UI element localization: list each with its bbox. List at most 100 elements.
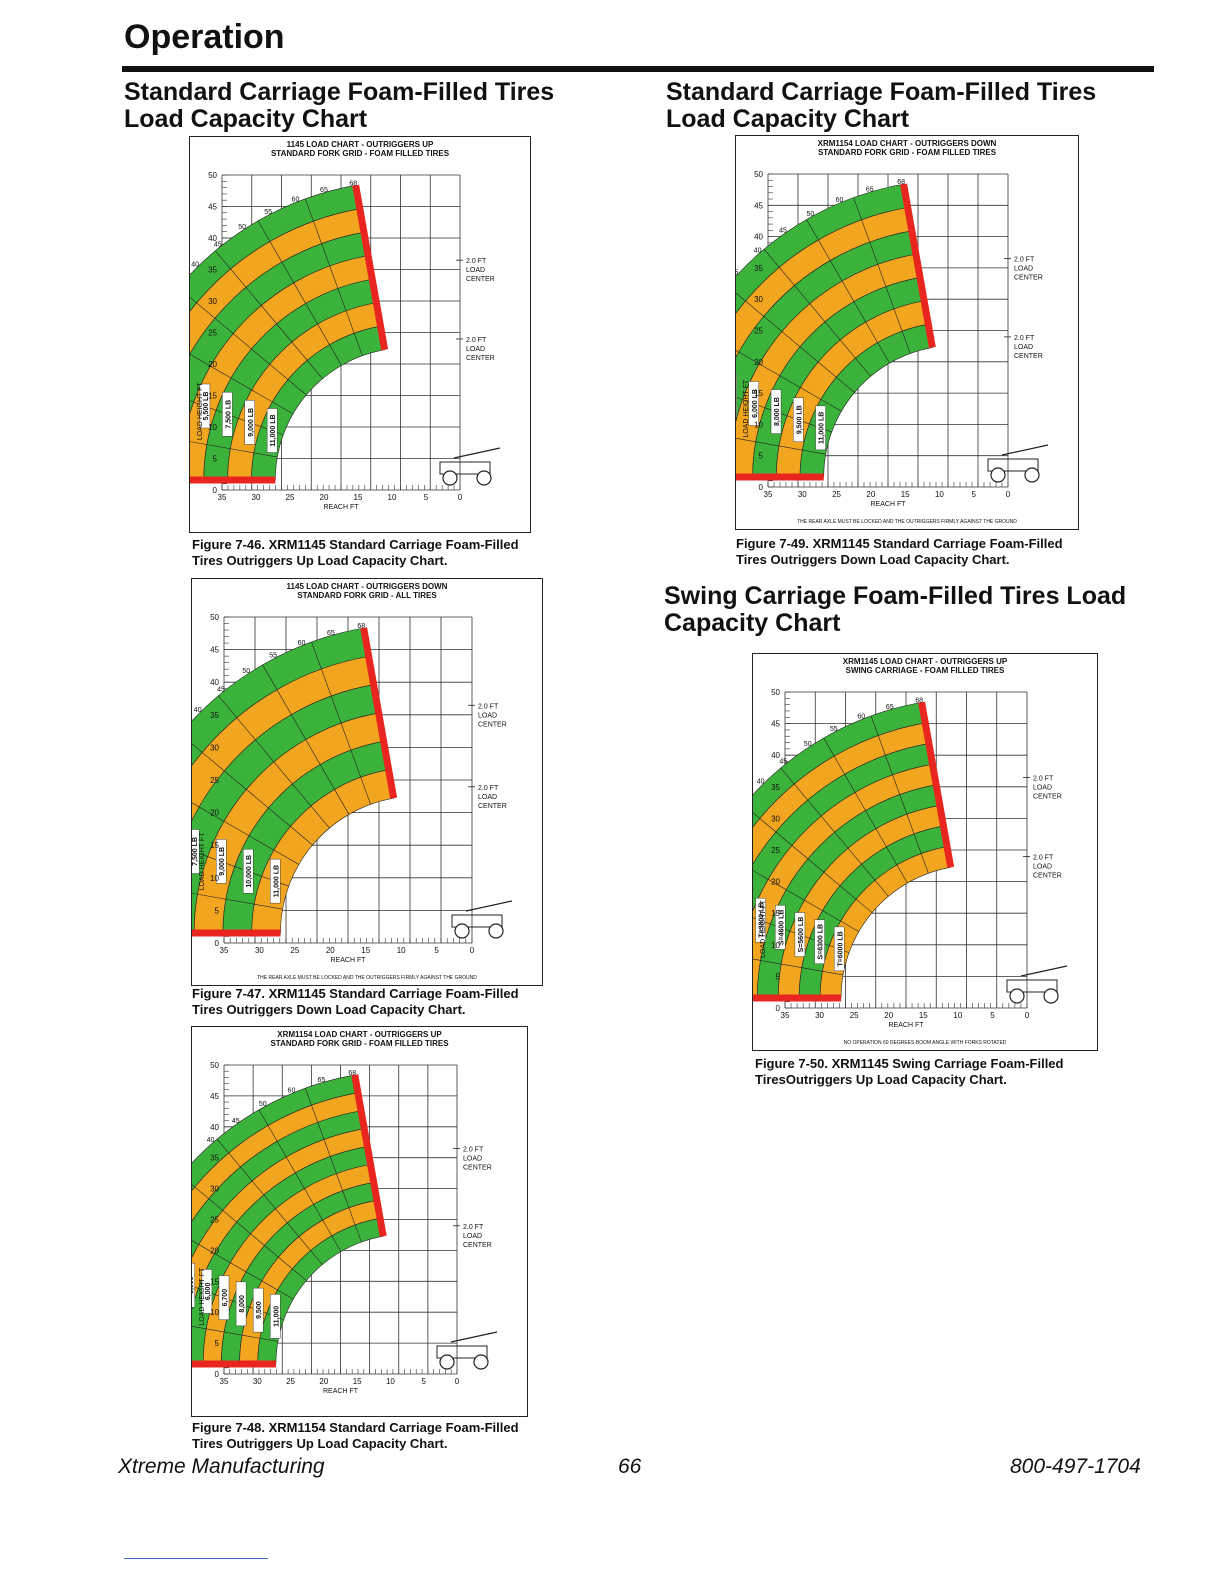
y-tick-label: 35 [210,711,219,720]
boom-angle-line [763,249,871,377]
truck-wheel [442,470,458,486]
red-limit-edge [351,1074,387,1237]
x-tick-label: 25 [286,493,295,502]
y-tick-label: 40 [771,751,780,760]
boom-angle-label: 55 [830,726,838,733]
boom-angle-line [218,695,330,829]
capacity-label: 7,500 LB [222,391,233,437]
capacity-label: T=3800 LB [755,897,766,943]
x-tick-label: 5 [424,493,429,502]
capacity-label: 11,000 LB [270,858,281,904]
footer-company: Xtreme Manufacturing [118,1455,325,1478]
capacity-label-text: 6,000 [205,1283,212,1301]
boom-angle-line [192,1184,307,1281]
caption-line: Tires Outriggers Down Load Capacity Char… [192,1002,466,1017]
boom-angle-line [753,958,844,976]
x-tick-label: 35 [764,490,773,499]
x-tick-label: 25 [832,490,841,499]
capacity-label: 8,000 LB [770,389,782,434]
capacity-label-text: T=6000 LB [837,931,844,966]
capacity-label: 6,700 [218,1275,230,1320]
capacity-label-text: 7,500 LB [225,400,232,429]
chart-title: 1145 LOAD CHART - OUTRIGGERS DOWN [286,582,448,591]
load-chart-svg: 1750 LB2100 LBS=3300 LBT=3800 LBS=4600 L… [753,688,1068,1046]
load-center-label: CENTER [463,1242,492,1249]
boom-angle-label: 60 [857,714,865,721]
x-tick-label: 10 [953,1011,962,1020]
x-tick-label: 10 [935,490,944,499]
load-center-label: LOAD [1014,266,1033,273]
heading-line: Load Capacity Chart [666,105,910,133]
boom-angle-label: 55 [264,209,272,216]
y-tick-label: 5 [215,906,220,915]
chart-title: XRM1154 LOAD CHART - OUTRIGGERS DOWN [817,139,997,148]
boom-angle-label: 65 [886,704,894,711]
boom-angle-line [192,892,283,910]
capacity-label-box [192,829,200,874]
boom-angle-label: 40 [194,707,202,714]
heading-line: Standard Carriage Foam-Filled Tires [666,78,1097,106]
y-tick-label: 25 [208,329,217,338]
caption-line: Figure 7-47. XRM1145 Standard Carriage F… [192,986,519,1001]
caption-line: Tires Outriggers Up Load Capacity Chart. [192,553,448,568]
x-tick-label: 30 [798,490,807,499]
load-center-label: CENTER [1033,872,1062,879]
y-tick-label: 0 [213,486,218,495]
x-tick-label: 15 [353,1377,362,1386]
boom-angle-label: 40 [191,261,199,268]
load-center-label: 2.0 FT [466,337,487,344]
boom-angle-line [192,850,289,887]
boom-angle-label: 55 [269,653,277,660]
capacity-label: 6,000 [201,1269,213,1314]
x-tick-label: 30 [255,946,264,955]
y-tick-label: 45 [210,646,219,655]
chart-subtitle: STANDARD FORK GRID - FOAM FILLED TIRES [270,1039,449,1048]
y-axis-label-group: LOAD HEIGHT FT [760,899,767,958]
boom-angle-line [753,870,859,932]
y-tick-label: 0 [776,1004,781,1013]
y-axis-label: LOAD HEIGHT FT [199,832,206,891]
capacity-label-text: S=5600 LB [798,917,805,953]
y-axis-label: LOAD HEIGHT FT [197,382,204,441]
load-center-label: LOAD [478,794,497,801]
truck-wheel [1043,988,1059,1004]
y-tick-label: 10 [210,1308,219,1317]
x-tick-label: 15 [901,490,910,499]
boom-angle-line [190,441,278,458]
y-tick-label: 20 [208,360,217,369]
page-title: Operation [124,18,285,56]
boom-angle-label: 68 [357,623,365,630]
caption-line: Figure 7-49. XRM1145 Standard Carriage F… [736,536,1063,551]
load-chart-svg: 2,100 LB3,600 LB3,700 LB5,500 LB7,500 LB… [190,171,501,511]
y-tick-label: 20 [754,358,763,367]
boom-angle-label: 50 [259,1101,267,1108]
boom-angle-line [870,715,929,874]
capacity-label: T=6000 LB [834,926,845,972]
y-tick-label: 40 [210,678,219,687]
boom-angle-label: 68 [348,1070,356,1077]
boom-angle-label: 50 [807,211,815,218]
y-tick-label: 15 [210,1277,219,1286]
load-center-label: LOAD [478,712,497,719]
y-tick-label: 35 [771,783,780,792]
y-tick-label: 30 [210,743,219,752]
truck-wheel [476,470,492,486]
x-tick-label: 35 [218,493,227,502]
caption-line: Figure 7-48. XRM1154 Standard Carriage F… [192,1420,519,1435]
boom-angle-line [262,664,350,815]
chart-title: 1145 LOAD CHART - OUTRIGGERS UP [286,140,434,149]
truck-boom-line [465,900,513,912]
y-tick-label: 30 [208,297,217,306]
y-tick-label: 40 [210,1123,219,1132]
load-center-label: CENTER [478,803,507,810]
boom-angle-label: 60 [288,1088,296,1095]
capacity-label-text: 5,000 [192,1276,195,1294]
y-tick-label: 50 [771,688,780,697]
x-axis-label: REACH FT [323,1388,359,1395]
load-center-label: 2.0 FT [463,1147,484,1154]
boom-angle-line [311,641,371,805]
y-tick-label: 40 [208,234,217,243]
chart-footnote: THE REAR AXLE MUST BE LOCKED AND THE OUT… [257,975,477,981]
figure-caption-7-46: Figure 7-46. XRM1145 Standard Carriage F… [192,537,519,569]
load-center-label: CENTER [466,355,495,362]
